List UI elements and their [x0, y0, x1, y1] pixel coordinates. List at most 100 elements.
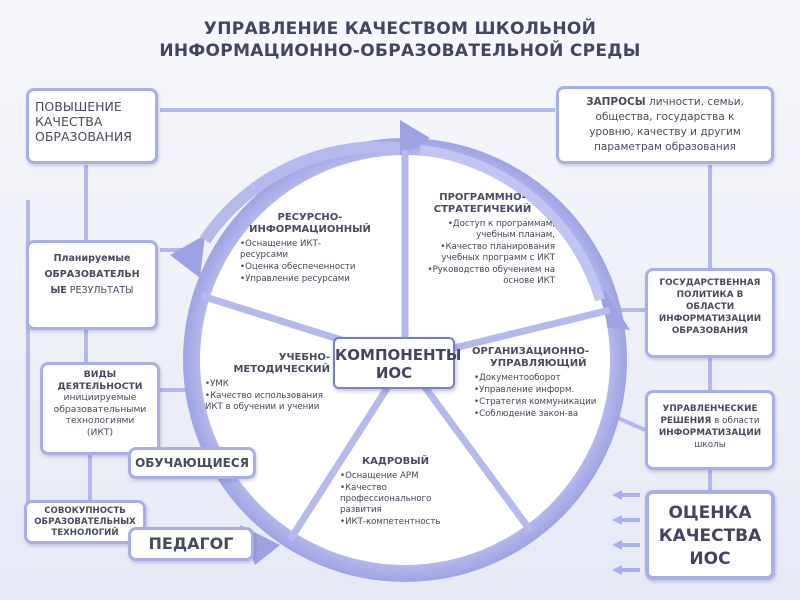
list-item: Управление информ. — [474, 385, 602, 396]
requests-line-2: общества, государства к — [595, 111, 735, 123]
activities-line-6: (ИКТ) — [86, 426, 114, 438]
quality-line-2: КАЧЕСТВА — [35, 114, 103, 129]
requests-bold: ЗАПРОСЫ — [586, 96, 646, 108]
list-item: Качество профессионального развития — [340, 483, 465, 516]
arc-arrow-top-left — [200, 141, 401, 244]
sector-org-heading-2: УПРАВЛЯЮЩИЙ — [490, 358, 587, 369]
sector-methodic-heading-2: МЕТОДИЧЕСКИЙ — [233, 364, 330, 375]
list-item: Управление ресурсами — [240, 274, 380, 285]
students-box: ОБУЧАЮЩИЕСЯ — [128, 447, 256, 479]
sector-org-list: Документооборот Управление информ. Страт… — [472, 373, 602, 420]
list-item: Качество использования ИКТ в обучении и … — [205, 391, 330, 413]
sector-program-heading-2: СТРАТЕГИЧЕКИЙ — [433, 204, 532, 215]
policy-line-4: ИНФОРМАТИЗАЦИИ — [658, 314, 762, 324]
activities-line-1: ВИДЫ — [83, 369, 117, 380]
sector-org-heading-1: ОРГАНИЗАЦИОННО- — [472, 346, 590, 357]
assessment-arrows — [612, 490, 640, 575]
planned-line-1: Планируемые — [53, 253, 131, 264]
sector-resource-heading-1: РЕСУРСНО- — [277, 212, 343, 223]
center-line-1: КОМПОНЕНТЫ — [335, 346, 462, 364]
technologies-line-2: ОБРАЗОВАТЕЛЬНЫХ — [34, 517, 136, 527]
list-item: Руководство обучением на основе ИКТ — [410, 265, 555, 287]
technologies-line-3: ТЕХНОЛОГИЙ — [51, 528, 119, 538]
decisions-line-1: УПРАВЛЕНЧЕСКИЕ — [662, 404, 758, 414]
center-line-2: ИОС — [375, 364, 413, 382]
sector-org: ОРГАНИЗАЦИОННО- УПРАВЛЯЮЩИЙ Документообо… — [472, 346, 602, 421]
students-label: ОБУЧАЮЩИЕСЯ — [135, 456, 249, 470]
sector-methodic: УЧЕБНО- МЕТОДИЧЕСКИЙ УМК Качество исполь… — [205, 352, 330, 414]
arrow-2-icon — [612, 515, 622, 525]
assessment-box: ОЦЕНКА КАЧЕСТВА ИОС — [645, 490, 775, 580]
divider-bottom-left — [287, 358, 408, 542]
arrow-3-shaft — [622, 543, 640, 547]
arrow-4-shaft — [622, 568, 640, 572]
teacher-label: ПЕДАГОГ — [148, 534, 234, 553]
list-item: Документооборот — [474, 373, 602, 384]
requests-line-3: уровню, качеству и другим — [589, 126, 741, 138]
ring-arrow-left-icon — [170, 235, 205, 278]
sector-staff: КАДРОВЫЙ Оснащение АРМ Качество професси… — [340, 456, 465, 529]
planned-line-2: ОБРАЗОВАТЕЛЬН — [44, 269, 140, 280]
sector-resource-list: Оснащение ИКТ-ресурсами Оценка обеспечен… — [240, 239, 380, 285]
sector-methodic-list: УМК Качество использования ИКТ в обучени… — [205, 379, 330, 413]
arrow-3-icon — [612, 540, 622, 550]
ring-arrow-top-icon — [400, 120, 430, 158]
sector-program-list: Доступ к программам, учебным планам, Кач… — [410, 219, 555, 287]
center-components-box: КОМПОНЕНТЫ ИОС — [333, 337, 462, 389]
activities-line-4: образовательными — [53, 403, 147, 415]
title-line-1: УПРАВЛЕНИЕ КАЧЕСТВОМ ШКОЛЬНОЙ — [203, 19, 597, 39]
policy-box: ГОСУДАРСТВЕННАЯ ПОЛИТИКА В ОБЛАСТИ ИНФОР… — [645, 268, 775, 358]
activities-line-5: технологиями — [65, 415, 135, 426]
teacher-box: ПЕДАГОГ — [128, 527, 254, 561]
sector-resource-heading-2: ИНФОРМАЦИОННЫЙ — [249, 224, 371, 235]
sector-staff-list: Оснащение АРМ Качество профессионального… — [340, 471, 465, 528]
requests-rest-1: личности, семьи, — [645, 96, 744, 108]
list-item: Качество планирования учебных программ с… — [410, 242, 555, 264]
sector-methodic-heading-1: УЧЕБНО- — [278, 352, 330, 363]
sector-staff-heading: КАДРОВЫЙ — [362, 456, 430, 467]
activities-line-2: ДЕЯТЕЛЬНОСТИ — [57, 380, 143, 392]
requests-line-4: параметрам образования — [594, 141, 736, 153]
list-item: Соблюдение закон-ва — [474, 409, 602, 420]
list-item: УМК — [205, 379, 330, 390]
assessment-line-1: ОЦЕНКА — [668, 503, 752, 523]
list-item: ИКТ-компетентность — [340, 517, 465, 528]
sector-resource: РЕСУРСНО- ИНФОРМАЦИОННЫЙ Оснащение ИКТ-р… — [240, 212, 380, 286]
quality-improvement-box: ПОВЫШЕНИЕ КАЧЕСТВА ОБРАЗОВАНИЯ — [26, 88, 158, 164]
list-item: Оснащение ИКТ-ресурсами — [240, 239, 340, 261]
planned-line-3b: РЕЗУЛЬТАТЫ — [66, 285, 134, 296]
assessment-line-3: ИОС — [689, 549, 731, 569]
decisions-line-2b: в области — [711, 416, 760, 426]
activities-box: ВИДЫ ДЕЯТЕЛЬНОСТИ инициируемые образоват… — [40, 362, 160, 455]
decisions-line-4: школы — [694, 440, 726, 450]
policy-line-3: ОБЛАСТИ — [685, 302, 735, 312]
activities-line-3: инициируемые — [63, 392, 137, 403]
list-item: Оснащение АРМ — [340, 471, 465, 482]
list-item: Доступ к программам, учебным планам, — [410, 219, 555, 241]
policy-line-1: ГОСУДАРСТВЕННАЯ — [659, 278, 761, 288]
page-title: УПРАВЛЕНИЕ КАЧЕСТВОМ ШКОЛЬНОЙ ИНФОРМАЦИО… — [140, 18, 660, 62]
planned-line-3: ЫЕ РЕЗУЛЬТАТЫ — [33, 283, 151, 299]
quality-line-3: ОБРАЗОВАНИЯ — [35, 129, 132, 144]
decisions-line-3: ИНФОРМАТИЗАЦИИ — [658, 428, 762, 438]
policy-line-5: ОБРАЗОВАНИЯ — [671, 326, 749, 336]
sector-program-heading-1: ПРОГРАММНО- — [439, 192, 526, 203]
list-item: Оценка обеспеченности — [240, 262, 380, 273]
requests-box: ЗАПРОСЫ личности, семьи, общества, госуд… — [556, 86, 774, 164]
requests-line-1: ЗАПРОСЫ личности, семьи, — [563, 95, 767, 110]
arrow-2-shaft — [622, 518, 640, 522]
policy-line-2: ПОЛИТИКА В — [676, 290, 744, 300]
title-line-2: ИНФОРМАЦИОННО-ОБРАЗОВАТЕЛЬНОЙ СРЕДЫ — [159, 41, 641, 61]
arrow-4-icon — [612, 565, 622, 575]
technologies-box: СОВОКУПНОСТЬ ОБРАЗОВАТЕЛЬНЫХ ТЕХНОЛОГИЙ — [24, 500, 146, 544]
decisions-line-2a: РЕШЕНИЯ — [660, 416, 712, 426]
technologies-line-1: СОВОКУПНОСТЬ — [44, 506, 126, 516]
assessment-line-2: КАЧЕСТВА — [658, 526, 762, 546]
decisions-line-2: РЕШЕНИЯ в области — [650, 415, 770, 427]
sector-program: ПРОГРАММНО- СТРАТЕГИЧЕКИЙ Доступ к прогр… — [410, 192, 555, 288]
quality-line-1: ПОВЫШЕНИЕ — [35, 99, 122, 114]
arrow-1-icon — [612, 490, 622, 500]
planned-line-3a: ЫЕ — [50, 285, 67, 296]
arrow-1-shaft — [622, 493, 640, 497]
list-item: Стратегия коммуникации — [474, 397, 602, 408]
